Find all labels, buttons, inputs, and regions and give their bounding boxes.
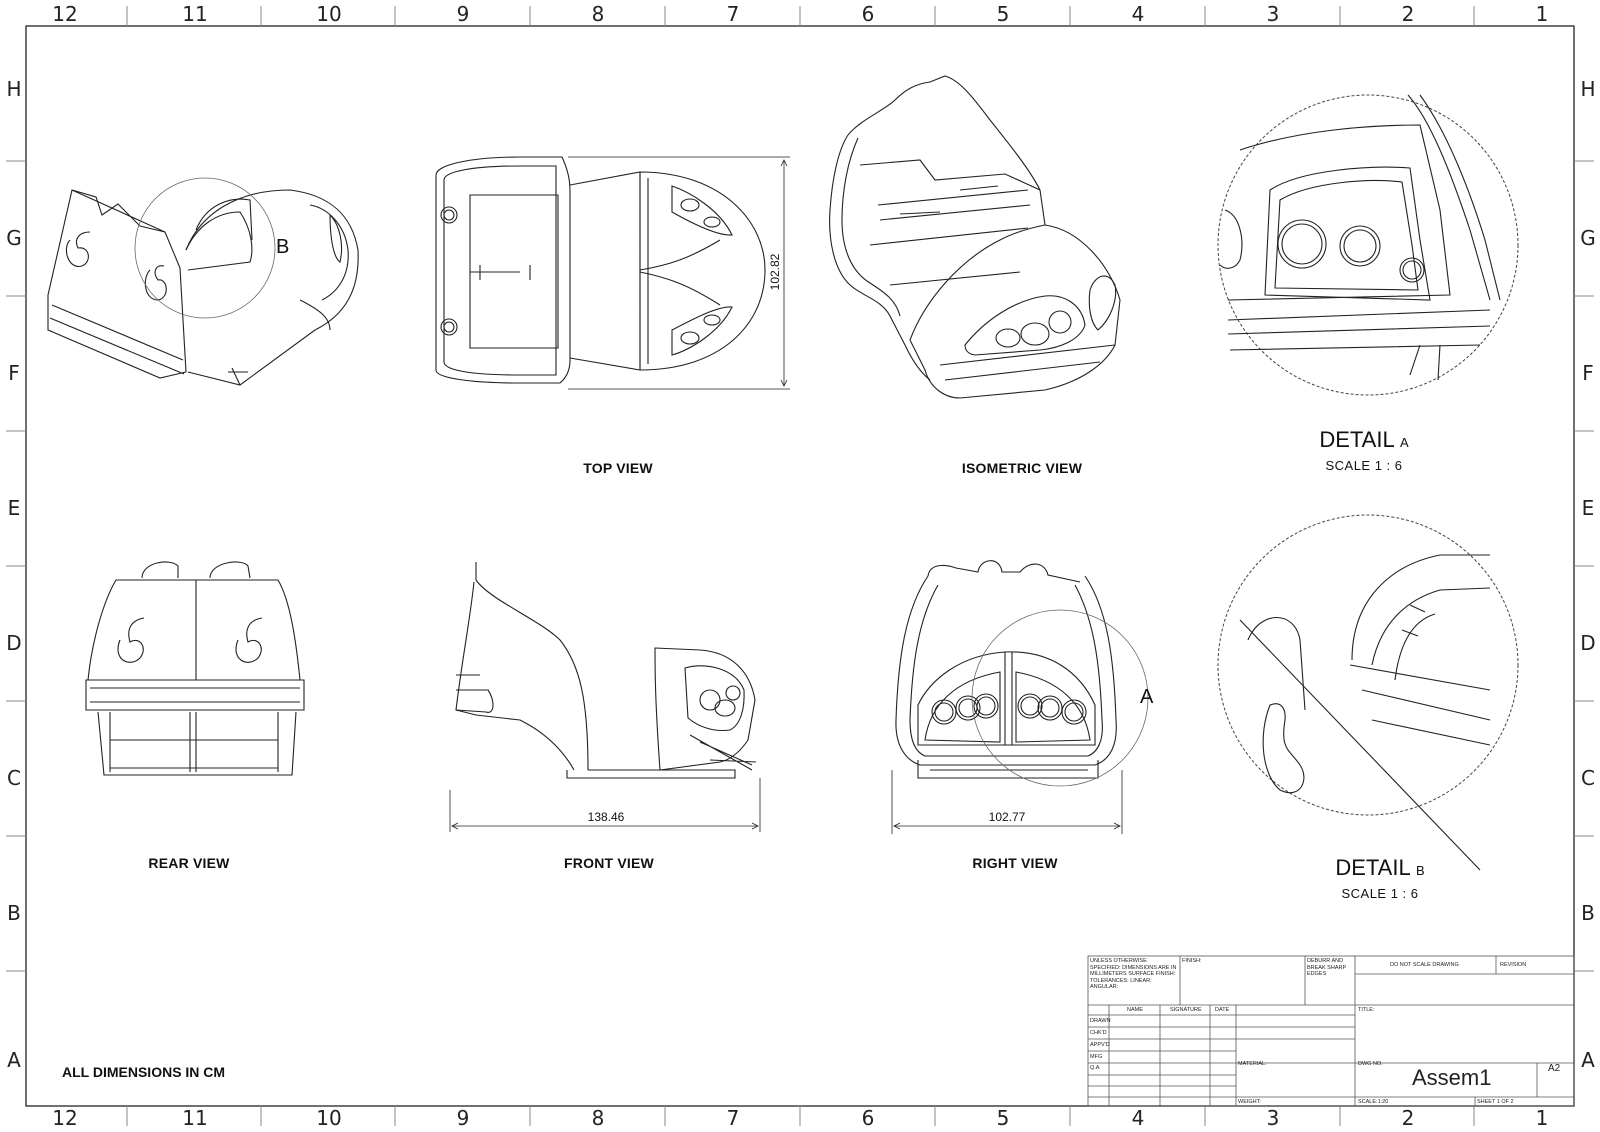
tb-row-checked: CHK'D [1090,1030,1107,1036]
tb-revision: REVISION [1500,962,1527,968]
top-view-label: TOP VIEW [583,460,653,476]
tb-col-date: DATE [1215,1007,1230,1013]
zone-row-left: C [7,766,21,790]
tb-row-qa: Q.A [1090,1065,1100,1071]
isometric-view-drawing [829,75,1121,399]
zone-row-left: B [7,901,21,925]
detail-b-scale: SCALE 1 : 6 [1341,886,1419,901]
detail-a-scale: SCALE 1 : 6 [1325,458,1403,473]
outer-border [4,4,1596,1128]
zone-col-bottom: 2 [1401,1106,1415,1130]
zone-col-bottom: 3 [1266,1106,1280,1130]
zone-col-top: 11 [182,2,208,26]
detail-b-title: DETAIL B [1335,855,1424,881]
zone-row-left: H [6,77,22,101]
tb-col-name: NAME [1127,1007,1143,1013]
zone-col-top: 3 [1266,2,1280,26]
tb-deburr: DEBURR AND BREAK SHARP EDGES [1307,958,1347,977]
zone-row-left: F [8,361,20,385]
right-view-drawing [891,560,1149,834]
zone-col-top: 2 [1401,2,1415,26]
zone-col-top: 6 [861,2,875,26]
detail-a-word: DETAIL [1319,427,1394,452]
zone-row-right: H [1580,77,1596,101]
zone-col-top: 9 [456,2,470,26]
front-view-label: FRONT VIEW [564,855,654,871]
tb-do-not-scale: DO NOT SCALE DRAWING [1390,962,1459,968]
detail-a-title: DETAIL A [1319,427,1408,453]
tb-scale: SCALE:1:20 [1358,1099,1389,1105]
zone-col-bottom: 11 [182,1106,208,1130]
top-view-drawing [435,156,790,390]
zone-col-top: 5 [996,2,1010,26]
zone-ticks-top [126,6,1475,26]
zone-col-top: 8 [591,2,605,26]
right-view-width-dimension: 102.77 [988,810,1026,824]
zone-row-right: G [1580,226,1596,250]
zone-row-right: C [1581,766,1595,790]
tb-dwg-name: Assem1 [1412,1065,1492,1090]
zone-col-top: 1 [1535,2,1549,26]
zone-ticks-right [1574,160,1594,972]
zone-row-left: E [7,496,21,520]
zone-col-bottom: 5 [996,1106,1010,1130]
zone-row-right: D [1580,631,1596,655]
zone-col-bottom: 1 [1535,1106,1549,1130]
drawing-frame [25,25,1575,1107]
detail-b-letter: B [1416,863,1425,878]
zone-row-left: A [7,1048,21,1072]
isometric-view-label: ISOMETRIC VIEW [961,460,1083,476]
zone-col-bottom: 8 [591,1106,605,1130]
tb-row-drawn: DRAWN [1090,1018,1111,1024]
zone-col-top: 10 [316,2,342,26]
detail-a-letter: A [1400,435,1409,450]
zone-col-bottom: 12 [52,1106,78,1130]
tb-dwg-no: DWG NO. [1358,1061,1383,1067]
iso-view-left [47,177,359,386]
front-view-drawing [449,562,761,832]
zone-row-right: A [1581,1048,1595,1072]
tb-title: TITLE: [1358,1007,1375,1013]
zone-col-top: 7 [726,2,740,26]
zone-row-left: D [6,631,22,655]
title-block-frame [1087,955,1575,1107]
tb-finish: FINISH: [1182,958,1202,964]
tb-spec-text: UNLESS OTHERWISE SPECIFIED: DIMENSIONS A… [1090,958,1177,990]
tb-row-mfg: MFG [1090,1054,1103,1060]
front-view-width-dimension: 138.46 [587,810,625,824]
zone-col-top: 12 [52,2,78,26]
dimensions-note: ALL DIMENSIONS IN CM [62,1064,226,1080]
detail-a-drawing [1217,94,1519,396]
tb-size: A2 [1548,1063,1561,1074]
tb-material: MATERIAL: [1238,1061,1267,1067]
detail-a-callout: A [1140,686,1154,708]
rear-view-drawing [85,561,305,776]
zone-ticks-left [6,160,26,972]
zone-col-bottom: 4 [1131,1106,1145,1130]
zone-row-right: B [1581,901,1595,925]
zone-col-bottom: 6 [861,1106,875,1130]
rear-view-label: REAR VIEW [148,855,230,871]
detail-b-drawing [1217,514,1519,871]
zone-row-right: F [1582,361,1594,385]
zone-col-bottom: 7 [726,1106,740,1130]
detail-b-word: DETAIL [1335,855,1410,880]
zone-row-left: G [6,226,22,250]
zone-col-bottom: 10 [316,1106,342,1130]
right-view-label: RIGHT VIEW [972,855,1058,871]
tb-sheet: SHEET 1 OF 2 [1477,1099,1514,1105]
zone-row-right: E [1581,496,1595,520]
detail-b-callout: B [276,236,290,258]
tb-weight: WEIGHT: [1238,1099,1261,1105]
zone-col-top: 4 [1131,2,1145,26]
tb-col-signature: SIGNATURE [1170,1007,1202,1013]
top-view-height-dimension: 102.82 [768,253,782,291]
zone-col-bottom: 9 [456,1106,470,1130]
zone-ticks-bottom [126,1106,1475,1126]
tb-row-approved: APPV'D [1090,1042,1110,1048]
